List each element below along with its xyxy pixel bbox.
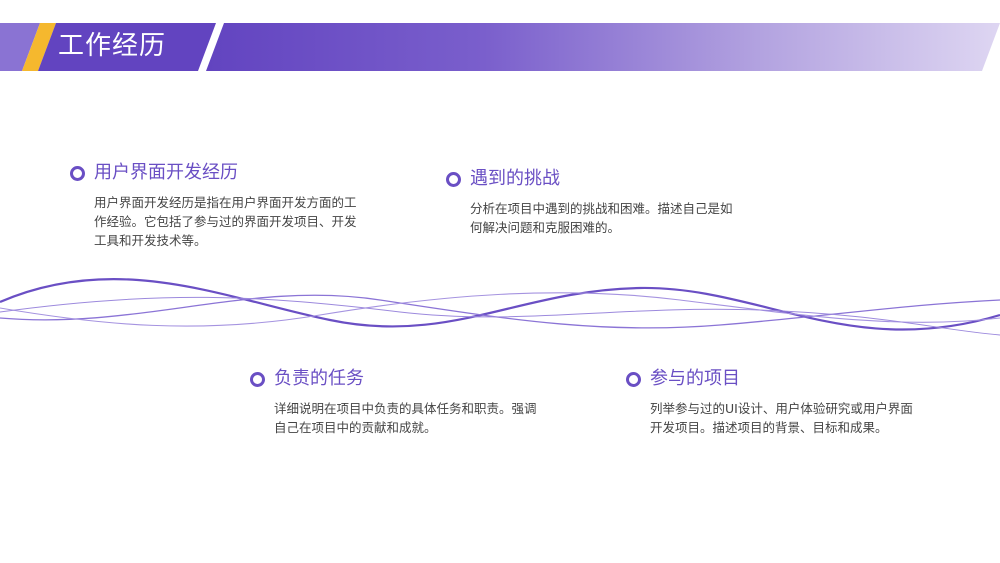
item-body: 用户界面开发经历是指在用户界面开发方面的工作经验。它包括了参与过的界面开发项目、…: [94, 195, 357, 248]
item-body: 详细说明在项目中负责的具体任务和职责。强调自己在项目中的贡献和成就。: [274, 401, 537, 435]
item-heading: 遇到的挑战: [470, 168, 560, 189]
circle-bullet-icon: [250, 372, 265, 387]
item-heading: 负责的任务: [274, 368, 364, 389]
item-body: 分析在项目中遇到的挑战和困难。描述自己是如何解决问题和克服困难的。: [470, 201, 733, 235]
item-heading: 参与的项目: [650, 368, 740, 389]
circle-bullet-icon: [70, 166, 85, 181]
circle-bullet-icon: [626, 372, 641, 387]
item-heading: 用户界面开发经历: [94, 162, 238, 183]
circle-bullet-icon: [446, 172, 461, 187]
item-body: 列举参与过的UI设计、用户体验研究或用户界面开发项目。描述项目的背景、目标和成果…: [650, 401, 913, 435]
title-banner: [0, 23, 1000, 71]
page-title: 工作经历: [58, 31, 167, 61]
